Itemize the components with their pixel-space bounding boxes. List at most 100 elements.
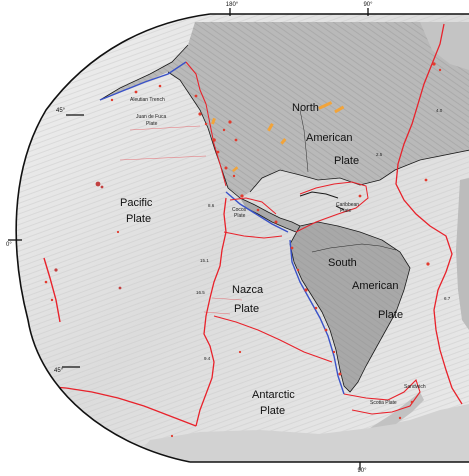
- label-plate-nazca: Plate: [234, 303, 259, 315]
- label-antarctic: Antarctic: [252, 389, 295, 401]
- volcano-marker: [232, 166, 239, 173]
- label-cocos: Cocos: [232, 207, 247, 213]
- graticule-ticks: [8, 8, 369, 470]
- quake-dot: [332, 350, 336, 354]
- quake-dot: [216, 150, 220, 154]
- quake-dot: [438, 68, 442, 72]
- rate-label: 16.5: [196, 290, 205, 295]
- quake-dot: [222, 128, 226, 132]
- label-caribbean: Caribbean: [336, 202, 359, 208]
- quake-dot: [232, 174, 236, 178]
- quake-dot: [358, 194, 362, 198]
- volcano-marker: [318, 101, 333, 110]
- quake-dot: [240, 194, 244, 198]
- label-sandwich: Sandwich: [404, 384, 426, 390]
- label-top-180: 180°: [226, 2, 239, 8]
- volcano-marker: [334, 105, 345, 114]
- label-bottom-90: 90°: [357, 468, 367, 474]
- quake-dot: [398, 416, 402, 420]
- label-plate-sa: Plate: [378, 309, 403, 321]
- globe-outline: [15, 13, 469, 463]
- north-america-texture: [100, 22, 469, 198]
- label-pacific: Pacific: [120, 197, 153, 209]
- west-coast-outline: [99, 44, 241, 199]
- label-plate-pac: Plate: [126, 213, 151, 225]
- quake-dot: [238, 350, 242, 354]
- aleutian-trench: [99, 61, 187, 101]
- peru-chile-trench: [289, 239, 345, 395]
- caribbean-islands: [299, 191, 345, 211]
- rate-label: 8.6: [208, 203, 215, 208]
- quake-dot: [290, 246, 294, 250]
- quake-dot: [296, 268, 300, 272]
- label-south: South: [328, 257, 357, 269]
- juan-de-fuca-boundary: [185, 61, 207, 105]
- quake-dot: [224, 166, 228, 170]
- quake-dot: [234, 138, 238, 142]
- quake-dot: [158, 84, 162, 88]
- antarctica-landmass: [120, 404, 469, 462]
- quake-dot: [256, 208, 260, 212]
- rate-label: 15.1: [200, 258, 209, 263]
- quake-dot: [44, 280, 48, 284]
- east-pacific-rise: [195, 197, 227, 427]
- river-amazon: [311, 243, 397, 253]
- label-north: North: [292, 102, 319, 114]
- quake-dot: [424, 178, 428, 182]
- quake-dot: [50, 298, 54, 302]
- quake-dot: [324, 328, 328, 332]
- rate-label: 4.0: [436, 108, 443, 113]
- quake-dot: [170, 434, 174, 438]
- hawaii-island: [95, 181, 101, 187]
- scotia-boundary: [343, 378, 421, 415]
- label-scotia-plate: Scotia Plate: [370, 400, 397, 406]
- caribbean-boundary: [295, 181, 369, 233]
- label-plate-antarctic: Plate: [260, 405, 285, 417]
- label-plate-na: Plate: [334, 155, 359, 167]
- volcano-marker: [267, 123, 274, 132]
- label-juan-de-fuca-plate: Plate: [146, 121, 158, 127]
- quake-dot: [134, 90, 138, 94]
- pacific-antarctic-ridge: [39, 385, 197, 427]
- quake-dot: [426, 262, 430, 266]
- plate-labels: North American Plate Pacific Plate Cocos…: [120, 102, 403, 417]
- label-american-sa: American: [352, 280, 398, 292]
- quake-dot: [198, 112, 202, 116]
- central-america-landmass: [240, 198, 300, 232]
- cocos-boundary: [229, 197, 277, 215]
- north-america-coastline: [249, 149, 469, 193]
- quake-dot: [338, 372, 342, 376]
- feature-labels: Aleutian Trench Juan de Fuca Plate Carib…: [130, 97, 426, 406]
- label-american-na: American: [306, 132, 352, 144]
- label-juan-de-fuca: Juan de Fuca: [136, 114, 167, 120]
- quake-dot: [204, 122, 208, 126]
- rate-label: 2.5: [376, 152, 383, 157]
- quake-dot: [194, 94, 198, 98]
- quake-dot: [274, 220, 278, 224]
- label-caribbean-plate: Plate: [340, 208, 352, 214]
- mid-atlantic-ridge: [395, 23, 463, 405]
- quake-dot: [212, 138, 216, 142]
- label-nazca: Nazca: [232, 284, 264, 296]
- earthquake-markers: [44, 62, 442, 438]
- volcano-marker: [280, 138, 287, 145]
- quake-dot: [116, 230, 120, 234]
- pacific-fracture-zones: [119, 125, 243, 315]
- pacific-island: [100, 185, 104, 189]
- rate-label: 6.7: [444, 296, 451, 301]
- south-america-coastline: [289, 221, 411, 393]
- label-left-45s: 45°: [54, 368, 64, 374]
- label-top-90: 90°: [363, 2, 373, 8]
- label-plate-cocos: Plate: [234, 213, 246, 219]
- africa-landmass: [456, 178, 469, 330]
- quake-dot: [410, 400, 414, 404]
- volcano-markers: [211, 101, 345, 173]
- rate-label: 9.4: [204, 356, 211, 361]
- river-mississippi: [299, 109, 309, 173]
- middle-america-trench: [225, 191, 289, 233]
- label-aleutian-trench: Aleutian Trench: [130, 97, 165, 103]
- greenland-landmass: [420, 22, 469, 70]
- graticule-labels: 180° 90° 45° 0° 45° 90°: [6, 2, 373, 474]
